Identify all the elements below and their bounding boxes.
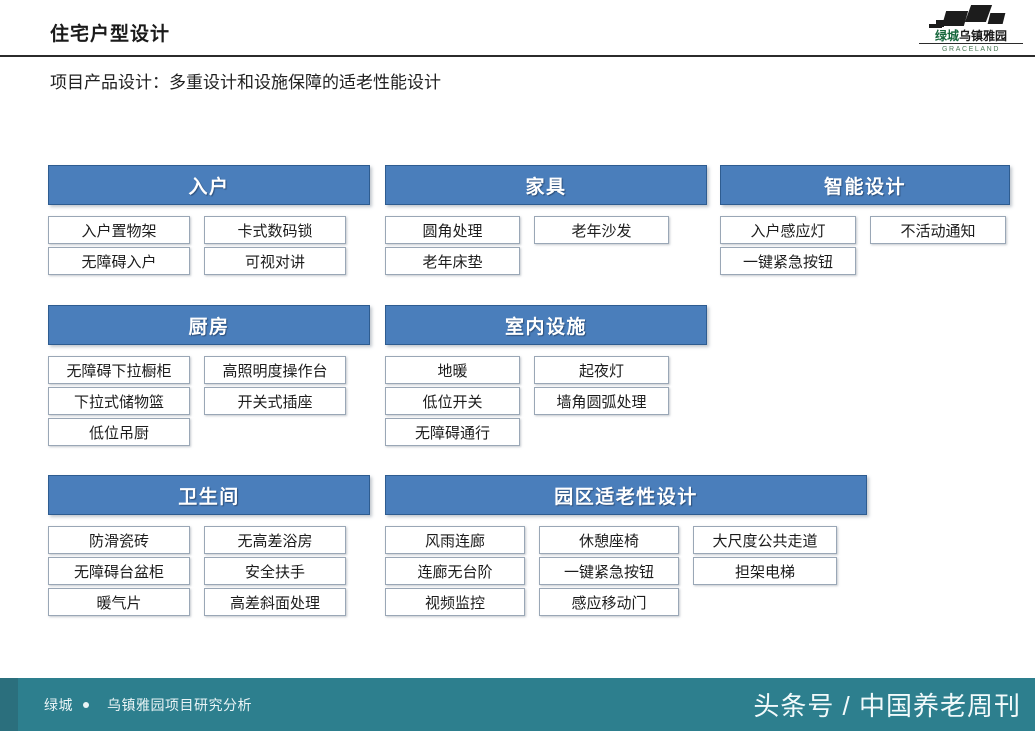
- footer-bullet-icon: [83, 702, 89, 708]
- group-header-smart[interactable]: 智能设计: [720, 165, 1010, 205]
- group-header-kitchen[interactable]: 厨房: [48, 305, 370, 345]
- feature-chip[interactable]: 圆角处理: [385, 216, 520, 244]
- group-kitchen: 厨房无障碍下拉橱柜下拉式储物篮低位吊厨高照明度操作台开关式插座: [48, 305, 370, 449]
- group-park: 园区适老性设计风雨连廊连廊无台阶视频监控休憩座椅一键紧急按钮感应移动门大尺度公共…: [385, 475, 867, 619]
- feature-chip[interactable]: 暖气片: [48, 588, 190, 616]
- group-header-indoor[interactable]: 室内设施: [385, 305, 707, 345]
- group-column: 无高差浴房安全扶手高差斜面处理: [204, 526, 346, 619]
- feature-chip[interactable]: 墙角圆弧处理: [534, 387, 669, 415]
- logo-chinese-name: 绿城乌镇雅园: [919, 30, 1023, 43]
- feature-chip[interactable]: 低位开关: [385, 387, 520, 415]
- group-columns-smart: 入户感应灯一键紧急按钮不活动通知: [720, 216, 1010, 278]
- feature-chip[interactable]: 一键紧急按钮: [539, 557, 679, 585]
- group-header-bathroom[interactable]: 卫生间: [48, 475, 370, 515]
- feature-chip[interactable]: 可视对讲: [204, 247, 346, 275]
- group-header-entry[interactable]: 入户: [48, 165, 370, 205]
- feature-chip[interactable]: 一键紧急按钮: [720, 247, 856, 275]
- logo-project-cn: 乌镇雅园: [959, 29, 1008, 43]
- group-furniture: 家具圆角处理老年床垫老年沙发: [385, 165, 707, 278]
- page-title: 住宅户型设计: [50, 24, 171, 45]
- feature-chip[interactable]: 防滑瓷砖: [48, 526, 190, 554]
- group-bathroom: 卫生间防滑瓷砖无障碍台盆柜暖气片无高差浴房安全扶手高差斜面处理: [48, 475, 370, 619]
- footer-brand: 绿城: [44, 697, 73, 713]
- slide-subtitle: 项目产品设计：多重设计和设施保障的适老性能设计: [50, 73, 441, 92]
- feature-chip[interactable]: 无障碍入户: [48, 247, 190, 275]
- group-column: 休憩座椅一键紧急按钮感应移动门: [539, 526, 679, 619]
- group-columns-park: 风雨连廊连廊无台阶视频监控休憩座椅一键紧急按钮感应移动门大尺度公共走道担架电梯: [385, 526, 867, 619]
- feature-chip[interactable]: 休憩座椅: [539, 526, 679, 554]
- feature-chip[interactable]: 感应移动门: [539, 588, 679, 616]
- feature-chip[interactable]: 老年沙发: [534, 216, 669, 244]
- group-smart: 智能设计入户感应灯一键紧急按钮不活动通知: [720, 165, 1010, 278]
- feature-chip[interactable]: 开关式插座: [204, 387, 346, 415]
- group-column: 卡式数码锁可视对讲: [204, 216, 346, 278]
- feature-chip[interactable]: 无障碍台盆柜: [48, 557, 190, 585]
- group-column: 圆角处理老年床垫: [385, 216, 520, 278]
- slide-header: 住宅户型设计 绿城乌镇雅园 GRACELAND: [0, 0, 1035, 57]
- group-column: 无障碍下拉橱柜下拉式储物篮低位吊厨: [48, 356, 190, 449]
- slide-footer: 绿城 乌镇雅园项目研究分析 头条号 / 中国养老周刊: [0, 678, 1035, 731]
- group-columns-entry: 入户置物架无障碍入户卡式数码锁可视对讲: [48, 216, 370, 278]
- feature-chip[interactable]: 安全扶手: [204, 557, 346, 585]
- group-column: 防滑瓷砖无障碍台盆柜暖气片: [48, 526, 190, 619]
- footer-accent-bar: [0, 678, 18, 731]
- feature-chip[interactable]: 无障碍通行: [385, 418, 520, 446]
- logo-english-name: GRACELAND: [919, 43, 1023, 54]
- footer-project: 乌镇雅园项目研究分析: [107, 697, 252, 713]
- group-columns-kitchen: 无障碍下拉橱柜下拉式储物篮低位吊厨高照明度操作台开关式插座: [48, 356, 370, 449]
- footer-left-text: 绿城 乌镇雅园项目研究分析: [44, 695, 252, 715]
- feature-chip[interactable]: 高照明度操作台: [204, 356, 346, 384]
- feature-chip[interactable]: 风雨连廊: [385, 526, 525, 554]
- group-column: 入户感应灯一键紧急按钮: [720, 216, 856, 278]
- feature-chip[interactable]: 入户置物架: [48, 216, 190, 244]
- group-columns-indoor: 地暖低位开关无障碍通行起夜灯墙角圆弧处理: [385, 356, 707, 449]
- feature-chip[interactable]: 连廊无台阶: [385, 557, 525, 585]
- header-divider: [0, 55, 1035, 57]
- group-column: 老年沙发: [534, 216, 669, 247]
- feature-chip[interactable]: 卡式数码锁: [204, 216, 346, 244]
- group-column: 不活动通知: [870, 216, 1006, 247]
- feature-chip[interactable]: 不活动通知: [870, 216, 1006, 244]
- group-indoor: 室内设施地暖低位开关无障碍通行起夜灯墙角圆弧处理: [385, 305, 707, 449]
- feature-chip[interactable]: 起夜灯: [534, 356, 669, 384]
- graceland-logo: 绿城乌镇雅园 GRACELAND: [919, 2, 1023, 54]
- group-column: 入户置物架无障碍入户: [48, 216, 190, 278]
- group-entry: 入户入户置物架无障碍入户卡式数码锁可视对讲: [48, 165, 370, 278]
- group-column: 高照明度操作台开关式插座: [204, 356, 346, 418]
- logo-roof-icon: [928, 4, 1014, 30]
- feature-chip[interactable]: 无障碍下拉橱柜: [48, 356, 190, 384]
- feature-chip[interactable]: 低位吊厨: [48, 418, 190, 446]
- group-column: 大尺度公共走道担架电梯: [693, 526, 837, 588]
- feature-chip[interactable]: 高差斜面处理: [204, 588, 346, 616]
- design-feature-board: 入户入户置物架无障碍入户卡式数码锁可视对讲家具圆角处理老年床垫老年沙发智能设计入…: [0, 160, 1035, 625]
- group-column: 风雨连廊连廊无台阶视频监控: [385, 526, 525, 619]
- footer-channel: 头条号 / 中国养老周刊: [753, 691, 1021, 721]
- feature-chip[interactable]: 下拉式储物篮: [48, 387, 190, 415]
- group-columns-furniture: 圆角处理老年床垫老年沙发: [385, 216, 707, 278]
- feature-chip[interactable]: 视频监控: [385, 588, 525, 616]
- feature-chip[interactable]: 老年床垫: [385, 247, 520, 275]
- feature-chip[interactable]: 地暖: [385, 356, 520, 384]
- group-column: 起夜灯墙角圆弧处理: [534, 356, 669, 418]
- group-header-park[interactable]: 园区适老性设计: [385, 475, 867, 515]
- feature-chip[interactable]: 无高差浴房: [204, 526, 346, 554]
- group-column: 地暖低位开关无障碍通行: [385, 356, 520, 449]
- feature-chip[interactable]: 入户感应灯: [720, 216, 856, 244]
- feature-chip[interactable]: 担架电梯: [693, 557, 837, 585]
- feature-chip[interactable]: 大尺度公共走道: [693, 526, 837, 554]
- group-columns-bathroom: 防滑瓷砖无障碍台盆柜暖气片无高差浴房安全扶手高差斜面处理: [48, 526, 370, 619]
- logo-brand-cn: 绿城: [934, 29, 959, 43]
- group-header-furniture[interactable]: 家具: [385, 165, 707, 205]
